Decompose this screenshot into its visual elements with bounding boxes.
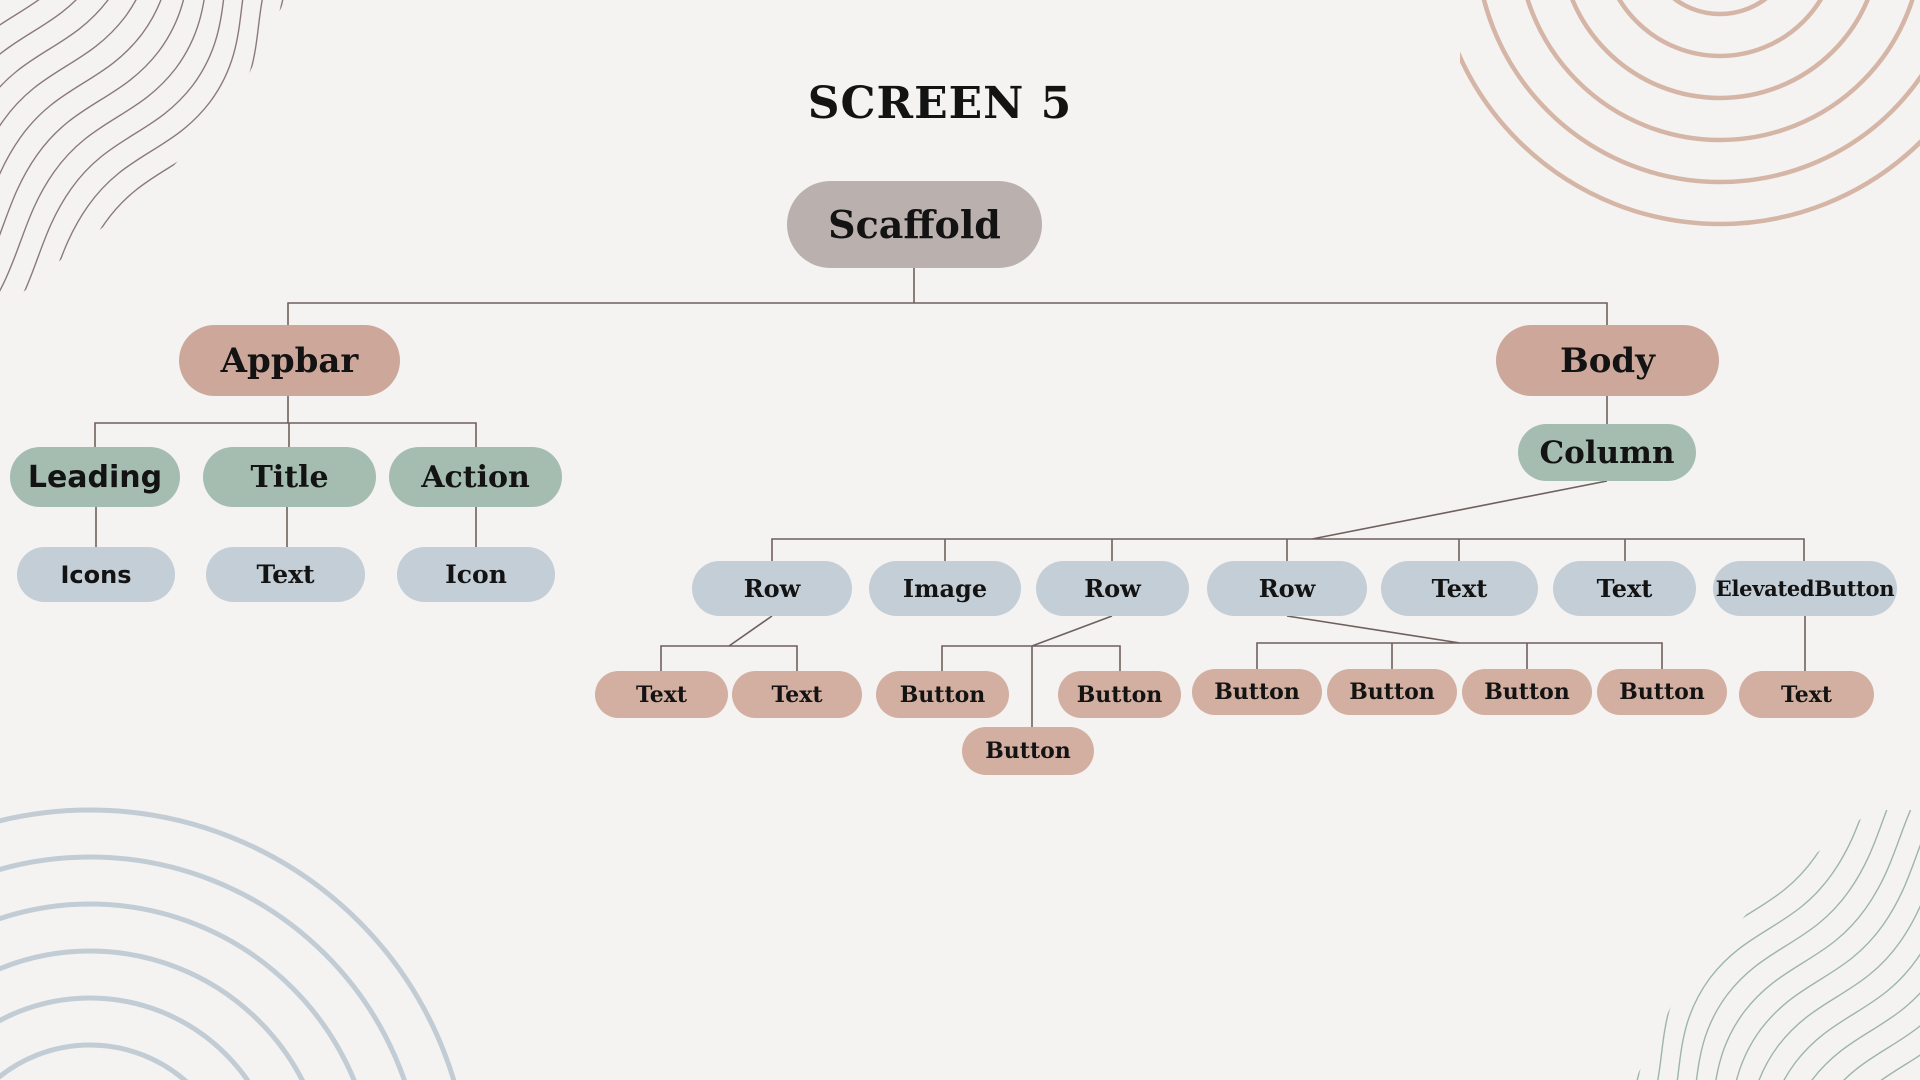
node-row3-button-4: Button xyxy=(1597,669,1727,715)
node-row-1: Row xyxy=(692,561,852,616)
node-appbar: Appbar xyxy=(179,325,400,396)
node-body: Body xyxy=(1496,325,1719,396)
node-text-column-6: Text xyxy=(1553,561,1696,616)
node-row2-button-2: Button xyxy=(1058,671,1181,718)
node-text-under-title: Text xyxy=(206,547,365,602)
node-leading: Leading xyxy=(10,447,180,507)
node-row-2: Row xyxy=(1036,561,1189,616)
node-scaffold: Scaffold xyxy=(787,181,1042,268)
node-row-3: Row xyxy=(1207,561,1367,616)
node-column: Column xyxy=(1518,424,1696,481)
node-row1-text-1: Text xyxy=(595,671,728,718)
node-icons: Icons xyxy=(17,547,175,602)
node-elevatedbutton-text: Text xyxy=(1739,671,1874,718)
node-action: Action xyxy=(389,447,562,507)
node-text-column-5: Text xyxy=(1381,561,1538,616)
decor-circles-bottom-left-icon xyxy=(0,807,457,1080)
node-icon: Icon xyxy=(397,547,555,602)
page-title: SCREEN 5 xyxy=(807,78,1073,129)
node-row2-button-1: Button xyxy=(876,671,1009,718)
node-row3-button-1: Button xyxy=(1192,669,1322,715)
node-row3-button-2: Button xyxy=(1327,669,1457,715)
decor-circles-top-right-icon xyxy=(1460,0,1920,227)
node-row2-button-3: Button xyxy=(962,727,1094,775)
node-row1-text-2: Text xyxy=(732,671,862,718)
node-row3-button-3: Button xyxy=(1462,669,1592,715)
node-elevatedbutton: ElevatedButton xyxy=(1713,561,1897,616)
node-title: Title xyxy=(203,447,376,507)
node-image: Image xyxy=(869,561,1021,616)
